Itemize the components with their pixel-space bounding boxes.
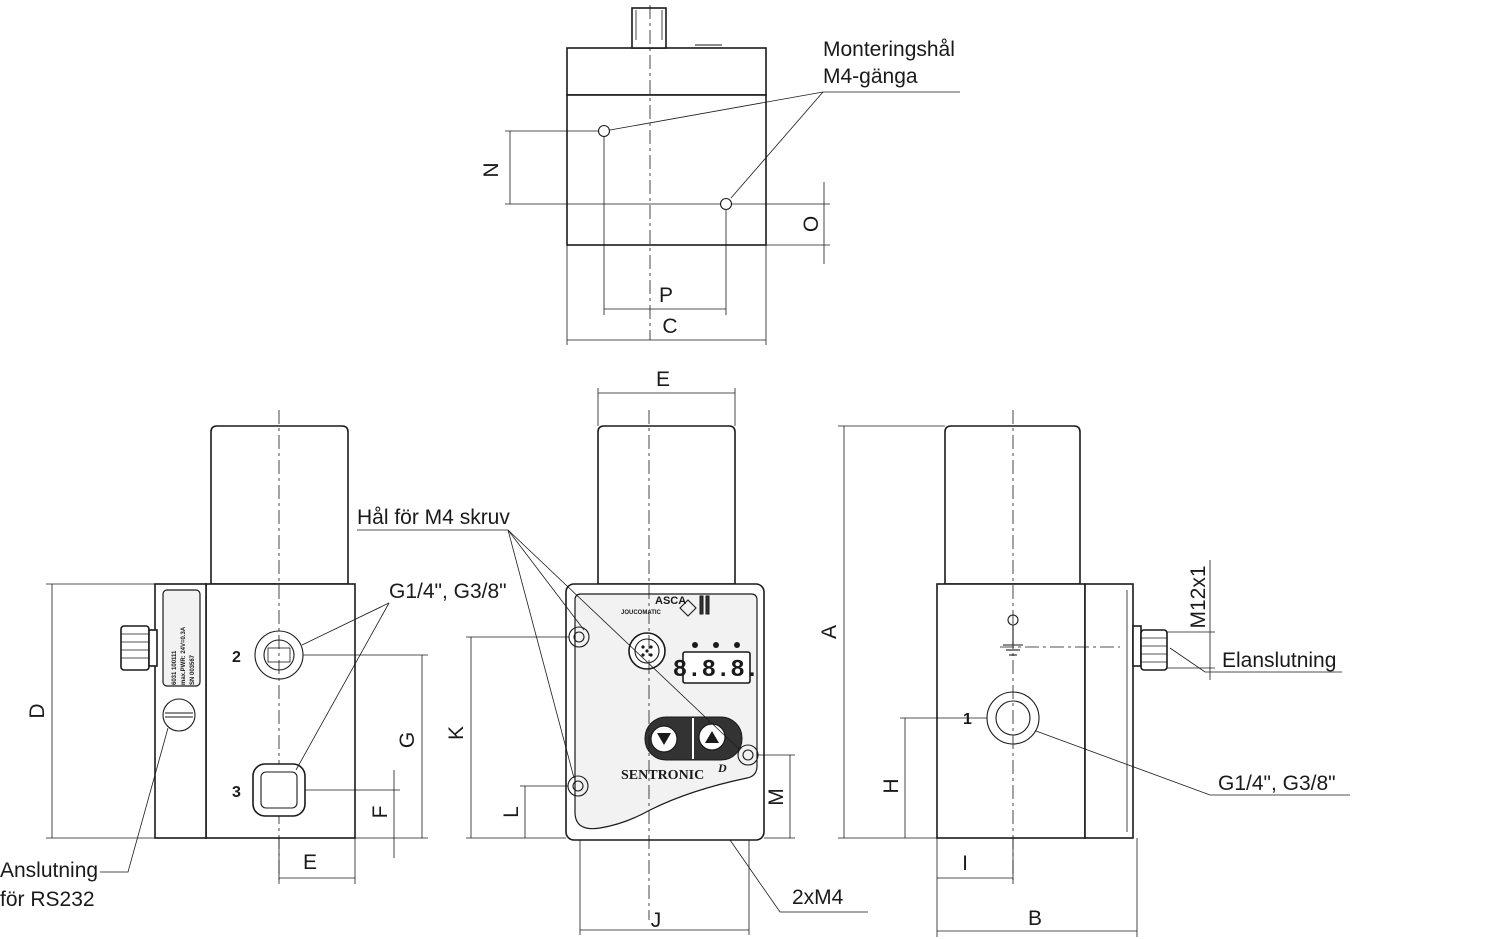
port-2-inner <box>263 639 295 671</box>
nameplate-line3: SN 003567 <box>190 654 196 685</box>
led-display <box>682 651 751 684</box>
nameplate <box>162 589 201 687</box>
dim-C: C <box>662 315 677 338</box>
dim-O: O <box>800 216 823 232</box>
left-view-cylinder <box>210 425 349 585</box>
dim-M: M <box>765 788 788 806</box>
dim-A: A <box>818 625 841 639</box>
nameplate-line1: 6031 100111 <box>172 650 178 685</box>
port-3-inner <box>260 771 298 809</box>
left-view: 6031 100111 max.PWR: 24V=0.3A SN 003567 … <box>0 410 507 911</box>
mounting-hole-thread-label: M4-gänga <box>823 65 918 88</box>
dim-E-top: E <box>656 368 670 391</box>
top-view: Monteringshål M4-gänga N O P C <box>480 5 960 345</box>
top-view-body <box>566 94 767 246</box>
top-view-cap <box>566 47 767 96</box>
rs232-label-line2: för RS232 <box>0 888 95 911</box>
port-2-label: 2 <box>232 649 241 666</box>
left-connector <box>120 625 150 671</box>
mounting-hole-2 <box>719 197 733 211</box>
electrical-label: Elanslutning <box>1222 649 1336 672</box>
thread-label-left: G1/4", G3/8" <box>389 580 507 603</box>
product-suffix: D <box>717 761 727 775</box>
dim-N: N <box>480 162 503 177</box>
thread-label-right: G1/4", G3/8" <box>1218 772 1336 795</box>
right-view-cylinder <box>944 425 1081 585</box>
port-1-label: 1 <box>963 711 972 728</box>
right-connector <box>1140 629 1168 671</box>
ground-icon <box>1003 625 1023 656</box>
dim-B: B <box>1028 907 1042 930</box>
right-view-side-plate <box>1084 583 1134 839</box>
dim-L: L <box>500 806 523 818</box>
rs232-label-line1: Anslutning <box>0 859 98 882</box>
mounting-hole-1 <box>597 124 611 138</box>
dim-J: J <box>651 909 662 932</box>
dim-F: F <box>369 806 392 819</box>
led-display-digits: 8.8.8. <box>673 657 759 684</box>
right-view-body <box>936 583 1086 839</box>
mounting-hole-label: Monteringshål <box>823 38 955 61</box>
top-view-connector <box>631 7 667 49</box>
dim-I: I <box>962 852 968 875</box>
brand-bottom: JOUCOMATIC <box>621 610 662 616</box>
right-view: 1 G1/4", G3/8" A H I B M12x1 Elanslutnin… <box>818 410 1350 937</box>
nameplate-line2: max.PWR: 24V=0.3A <box>181 626 187 685</box>
down-arrow-icon <box>657 733 671 745</box>
front-view: ASCA JOUCOMATIC 8.8.8. SENTRONIC D <box>357 368 868 935</box>
screw-hole-label: Hål för M4 skruv <box>357 506 510 529</box>
dim-H: H <box>880 778 903 793</box>
port-1-inner <box>995 700 1031 736</box>
brand-top: ASCA <box>655 595 686 607</box>
port-3-label: 3 <box>232 784 241 801</box>
front-view-cylinder <box>597 425 736 585</box>
dim-K: K <box>445 726 468 740</box>
up-arrow-icon <box>705 731 719 743</box>
product-name: SENTRONIC <box>621 768 704 783</box>
dim-D: D <box>26 703 49 718</box>
dim-G: G <box>396 732 419 748</box>
screws-label: 2xM4 <box>792 886 844 909</box>
dim-E-left: E <box>303 851 317 874</box>
rs232-port <box>162 698 196 732</box>
dim-P: P <box>659 284 673 307</box>
thread-m12-label: M12x1 <box>1187 565 1210 628</box>
